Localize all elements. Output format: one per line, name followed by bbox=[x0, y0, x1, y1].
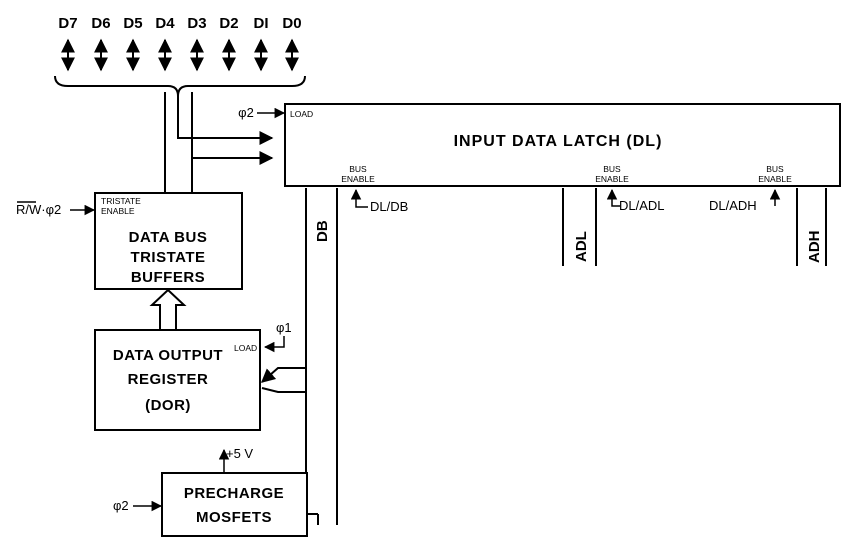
pin-label-d2: D2 bbox=[219, 15, 238, 32]
adl-bus-label: ADL bbox=[573, 231, 590, 262]
pin-label-d5: D5 bbox=[123, 15, 142, 32]
bus-enable-bottom-2: ENABLE bbox=[595, 174, 629, 184]
dor-to-tristate-arrow bbox=[149, 288, 187, 330]
pin-label-d1: DI bbox=[254, 15, 269, 32]
vplus-label: +5 V bbox=[226, 446, 253, 461]
pin-label-d7: D7 bbox=[58, 15, 77, 32]
pin-label-d3: D3 bbox=[187, 15, 206, 32]
tristate-line-3: BUFFERS bbox=[131, 269, 205, 286]
bus-enable-controls: BUS ENABLE DL/DB BUS ENABLE DL/ADL BUS E… bbox=[341, 164, 792, 214]
tristate-enable-label-2: ENABLE bbox=[101, 206, 135, 216]
tristate-line-2: TRISTATE bbox=[130, 249, 205, 266]
pin-label-d6: D6 bbox=[91, 15, 110, 32]
dl-adh-signal: DL/ADH bbox=[709, 198, 757, 213]
precharge-line-1: PRECHARGE bbox=[184, 485, 284, 502]
dl-db-signal: DL/DB bbox=[370, 199, 408, 214]
pin-bus-brace bbox=[54, 75, 306, 97]
dl-adl-signal: DL/ADL bbox=[619, 198, 665, 213]
dor-load-label: LOAD bbox=[234, 343, 257, 353]
pin-label-d4: D4 bbox=[155, 15, 175, 32]
bidirectional-arrow-icon bbox=[61, 38, 299, 72]
rw-phi2-label: R/W·φ2 bbox=[16, 202, 61, 217]
input-latch-title: INPUT DATA LATCH (DL) bbox=[454, 133, 663, 150]
phi1-dor-label: φ1 bbox=[276, 320, 292, 335]
precharge-block: PRECHARGE MOSFETS φ2 +5 V bbox=[113, 446, 319, 537]
precharge-line-2: MOSFETS bbox=[196, 509, 272, 526]
phi2-latch-label: φ2 bbox=[238, 105, 254, 120]
bus-enable-top-3: BUS bbox=[766, 164, 784, 174]
data-pin-group: D7 D6 D5 D4 D3 D2 DI D0 bbox=[54, 15, 306, 97]
bus-enable-bottom-3: ENABLE bbox=[758, 174, 792, 184]
bus-enable-top-1: BUS bbox=[349, 164, 367, 174]
tristate-enable-label-1: TRISTATE bbox=[101, 196, 141, 206]
dor-block: DATA OUTPUT REGISTER (DOR) LOAD φ1 bbox=[94, 320, 292, 431]
phi2-precharge-label: φ2 bbox=[113, 498, 129, 513]
input-data-latch: INPUT DATA LATCH (DL) LOAD φ2 bbox=[238, 103, 841, 187]
dor-line-2: REGISTER bbox=[128, 371, 209, 388]
external-data-bus bbox=[164, 92, 274, 193]
db-bus-label: DB bbox=[314, 220, 331, 242]
dor-line-3: (DOR) bbox=[145, 397, 191, 414]
tristate-buffers-block: TRISTATE ENABLE DATA BUS TRISTATE BUFFER… bbox=[16, 192, 243, 290]
bus-enable-bottom-1: ENABLE bbox=[341, 174, 375, 184]
bus-enable-top-2: BUS bbox=[603, 164, 621, 174]
db-to-dor-inputs bbox=[260, 367, 306, 393]
adh-bus-label: ADH bbox=[806, 231, 823, 264]
internal-buses: DB ADL ADH bbox=[305, 188, 827, 525]
tristate-line-1: DATA BUS bbox=[129, 229, 208, 246]
pin-label-d0: D0 bbox=[282, 15, 301, 32]
input-latch-load-label: LOAD bbox=[290, 109, 313, 119]
dor-line-1: DATA OUTPUT bbox=[113, 347, 223, 364]
